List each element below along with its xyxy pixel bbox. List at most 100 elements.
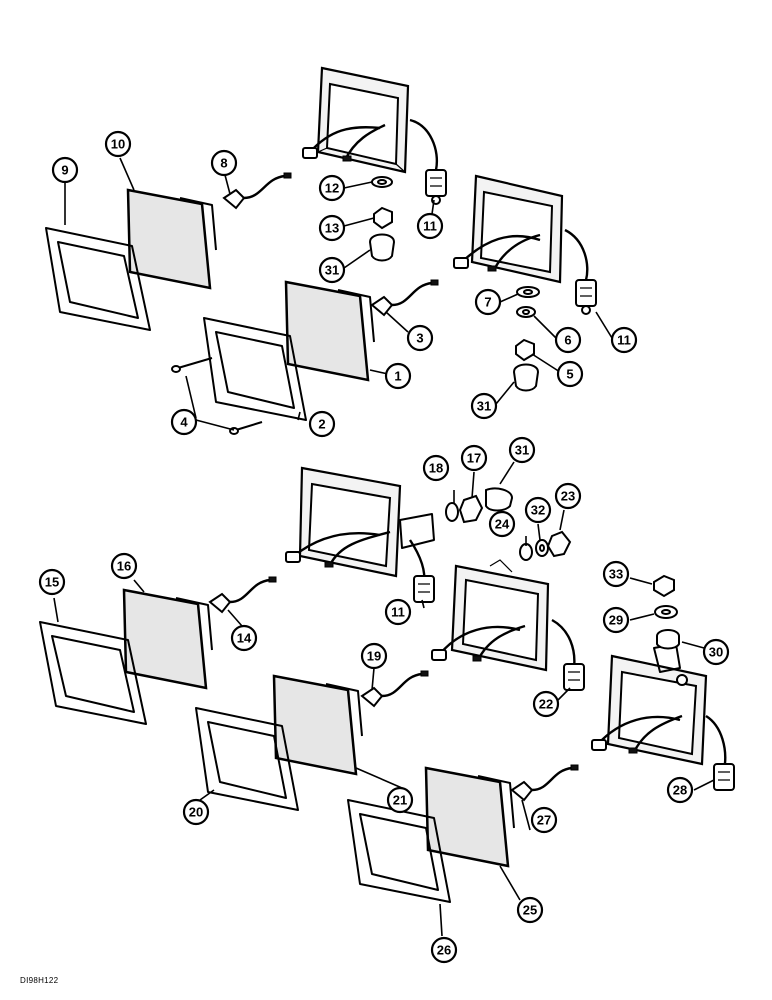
screws-4 (171, 357, 263, 435)
bezel-26 (347, 799, 451, 903)
lens-25 (424, 766, 515, 868)
callout-9: 9 (51, 156, 79, 184)
svg-text:32: 32 (531, 503, 545, 518)
callout-8: 8 (210, 149, 238, 177)
callout-12: 12 (318, 174, 346, 202)
washer-32 (535, 539, 549, 557)
callout-27: 27 (530, 806, 558, 834)
bulb-3 (370, 279, 439, 317)
figure-code: DI98H122 (20, 976, 59, 985)
washer-7 (516, 286, 540, 298)
nut-5 (515, 338, 535, 362)
svg-text:3: 3 (416, 331, 423, 346)
callout-6: 6 (554, 326, 582, 354)
callout-19: 19 (360, 642, 388, 670)
svg-text:28: 28 (673, 783, 687, 798)
spacer-30 (656, 629, 680, 650)
callout-17: 17 (460, 444, 488, 472)
svg-text:21: 21 (393, 793, 407, 808)
lamp-housing-middle (298, 466, 435, 578)
bezel-9 (45, 227, 151, 331)
cap-31a (368, 233, 396, 262)
svg-text:2: 2 (318, 417, 325, 432)
svg-text:24: 24 (495, 517, 510, 532)
connector-22 (563, 663, 585, 691)
lens-10 (126, 188, 217, 290)
callout-10: 10 (104, 130, 132, 158)
callout-11c: 11 (384, 598, 412, 626)
callout-33: 33 (602, 560, 630, 588)
connector-11b (575, 279, 597, 315)
callout-26: 26 (430, 936, 458, 964)
bulb-8 (222, 172, 292, 210)
connector-11c (413, 575, 435, 603)
svg-text:19: 19 (367, 649, 381, 664)
bezel-2 (203, 317, 307, 421)
callout-15: 15 (38, 568, 66, 596)
svg-text:7: 7 (484, 295, 491, 310)
callout-2: 2 (308, 410, 336, 438)
callout-13: 13 (318, 214, 346, 242)
lens-1 (284, 280, 375, 382)
washer-12 (371, 176, 393, 188)
svg-text:4: 4 (180, 415, 188, 430)
callout-30: 30 (702, 638, 730, 666)
callout-3: 3 (406, 324, 434, 352)
svg-text:30: 30 (709, 645, 723, 660)
svg-text:25: 25 (523, 903, 537, 918)
callout-31b: 31 (470, 392, 498, 420)
lamp-housing-upper-left (316, 66, 410, 174)
bezel-20 (195, 707, 299, 811)
callout-32: 32 (524, 496, 552, 524)
washer-29 (654, 605, 678, 619)
svg-text:23: 23 (561, 489, 575, 504)
svg-text:14: 14 (237, 631, 252, 646)
lens-21 (272, 674, 363, 776)
cap-31c (485, 487, 514, 512)
bulb-19 (360, 670, 429, 708)
lamp-housing-upper-right (470, 174, 564, 284)
svg-text:11: 11 (391, 605, 405, 620)
svg-text:13: 13 (325, 221, 339, 236)
callout-16: 16 (110, 552, 138, 580)
svg-text:10: 10 (111, 137, 125, 152)
nut-23 (546, 530, 572, 558)
leader-lines (53, 157, 715, 937)
callout-4: 4 (170, 408, 198, 436)
svg-text:33: 33 (609, 567, 623, 582)
callout-29: 29 (602, 606, 630, 634)
connector-11a (425, 169, 447, 205)
washer-6 (516, 306, 536, 318)
callout-24: 24 (488, 510, 516, 538)
svg-text:31: 31 (515, 443, 529, 458)
connector-28 (713, 763, 735, 791)
wiring-harness-upper-right (453, 228, 589, 281)
bulb-27 (510, 764, 579, 802)
nut-33 (653, 574, 675, 598)
svg-text:6: 6 (564, 333, 571, 348)
callout-28: 28 (666, 776, 694, 804)
lamp-housing-lower-right (606, 643, 708, 766)
callout-22: 22 (532, 690, 560, 718)
svg-text:22: 22 (539, 697, 553, 712)
nut-17 (458, 494, 484, 524)
bulb-14 (208, 576, 277, 614)
callout-5: 5 (556, 360, 584, 388)
svg-text:12: 12 (325, 181, 339, 196)
callout-21: 21 (386, 786, 414, 814)
lamp-housing-lower-center (450, 559, 550, 672)
callout-7: 7 (474, 288, 502, 316)
callout-23: 23 (554, 482, 582, 510)
callout-31c: 31 (508, 436, 536, 464)
washer-24 (519, 543, 533, 561)
wiring-harness-lower-center (431, 618, 576, 669)
svg-text:1: 1 (394, 369, 401, 384)
wiring-harness-upper-left (302, 118, 439, 171)
svg-text:15: 15 (45, 575, 59, 590)
callout-11a: 11 (416, 212, 444, 240)
svg-text:17: 17 (467, 451, 481, 466)
svg-text:27: 27 (537, 813, 551, 828)
callout-11b: 11 (610, 326, 638, 354)
svg-text:29: 29 (609, 613, 623, 628)
